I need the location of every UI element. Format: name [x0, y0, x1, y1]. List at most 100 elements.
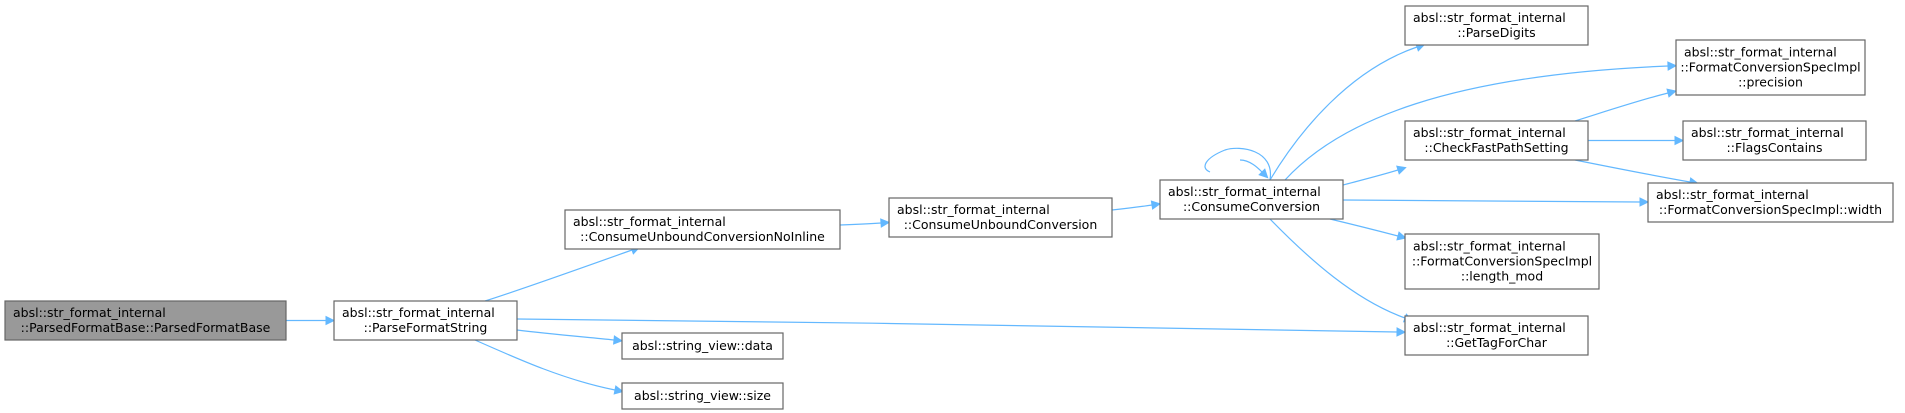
edge-line — [1574, 92, 1669, 122]
edge-parse-format-string-to-string-view-size — [474, 339, 624, 395]
node-box — [1404, 315, 1589, 356]
node-box — [1404, 120, 1589, 161]
node-label-line2: ::FlagsContains — [1727, 140, 1823, 155]
node-box — [621, 332, 784, 360]
node-parse-digits[interactable]: absl::str_format_internal::ParseDigits — [1404, 5, 1589, 46]
edge-line — [1329, 218, 1399, 237]
node-label-line2: ::ConsumeUnboundConversion — [904, 217, 1098, 232]
node-label-line1: absl::str_format_internal — [1684, 45, 1837, 60]
node-width[interactable]: absl::str_format_internal::FormatConvers… — [1647, 182, 1894, 223]
edge-arrowhead — [613, 385, 624, 395]
node-label-line1: absl::str_format_internal — [897, 202, 1050, 217]
node-box — [1404, 233, 1600, 290]
node-box — [1675, 39, 1866, 96]
edge-arrowhead — [1396, 327, 1407, 337]
node-check-fast-path[interactable]: absl::str_format_internal::CheckFastPath… — [1404, 120, 1589, 161]
node-consume-conversion[interactable]: absl::str_format_internal::ConsumeConver… — [1159, 179, 1344, 220]
node-box — [888, 197, 1113, 238]
node-label-line2: ::ParseFormatString — [364, 320, 488, 335]
edge-line — [516, 329, 615, 341]
edge-consume-unbound-to-consume-conversion — [1111, 200, 1162, 211]
node-label-line1: absl::string_view::size — [634, 388, 771, 403]
node-label-line1: absl::str_format_internal — [13, 305, 166, 320]
node-label-line3: ::length_mod — [1461, 269, 1543, 284]
node-label-line1: absl::str_format_internal — [1656, 187, 1809, 202]
edge-consume-unbound-noinline-to-consume-unbound — [839, 218, 891, 228]
node-label-line1: absl::str_format_internal — [1691, 125, 1844, 140]
node-box — [4, 300, 287, 341]
node-box — [1647, 182, 1894, 223]
node-label-line3: ::precision — [1738, 75, 1803, 90]
edge-parse-format-string-to-get-tag-for-char — [516, 318, 1407, 337]
edge-arrowhead — [1150, 200, 1162, 210]
node-box — [1682, 120, 1867, 161]
edge-arrowhead — [880, 218, 891, 228]
edge-line — [1342, 169, 1399, 186]
edge-consume-conversion-to-length-mod — [1329, 218, 1407, 241]
node-label-line1: absl::str_format_internal — [573, 214, 726, 229]
node-label-line2: ::FormatConversionSpecImpl — [1680, 60, 1860, 75]
edge-line — [839, 222, 882, 226]
node-parse-format-string[interactable]: absl::str_format_internal::ParseFormatSt… — [333, 300, 518, 341]
edge-consume-conversion-to-check-fast-path — [1342, 165, 1407, 186]
edge-check-fast-path-to-flags-contains — [1588, 135, 1685, 146]
edge-parsed-format-base-to-parse-format-string — [286, 315, 336, 326]
edge-consume-conversion-to-width — [1342, 197, 1650, 207]
edge-line — [1342, 199, 1641, 203]
node-box — [1159, 179, 1344, 220]
node-label-line2: ::ConsumeUnboundConversionNoInline — [580, 229, 825, 244]
node-label-line2: ::GetTagForChar — [1446, 335, 1548, 350]
node-label-line2: ::CheckFastPathSetting — [1424, 140, 1568, 155]
edge-line — [1574, 159, 1691, 183]
edge-arrowhead — [1667, 61, 1678, 71]
edge-check-fast-path-to-precision — [1574, 88, 1677, 122]
edge-line — [1284, 65, 1669, 181]
edge-consume-conversion-to-parse-digits — [1269, 42, 1426, 181]
node-label-line2: ::ParseDigits — [1457, 25, 1535, 40]
node-label-line2: ::FormatConversionSpecImpl::width — [1659, 202, 1882, 217]
node-label-line2: ::FormatConversionSpecImpl — [1412, 254, 1592, 269]
node-precision[interactable]: absl::str_format_internal::FormatConvers… — [1675, 39, 1866, 96]
node-label-line1: absl::str_format_internal — [342, 305, 495, 320]
node-flags-contains[interactable]: absl::str_format_internal::FlagsContains — [1682, 120, 1867, 161]
node-string-view-size[interactable]: absl::string_view::size — [621, 382, 784, 410]
node-box — [333, 300, 518, 341]
node-label-line1: absl::str_format_internal — [1413, 125, 1566, 140]
node-label-line1: absl::string_view::data — [632, 338, 773, 353]
edge-arrowhead — [1258, 168, 1269, 179]
node-box — [564, 209, 841, 250]
edge-line — [474, 339, 616, 391]
node-label-line1: absl::str_format_internal — [1413, 320, 1566, 335]
node-box — [1404, 5, 1589, 46]
edge-line — [1269, 46, 1418, 181]
node-get-tag-for-char[interactable]: absl::str_format_internal::GetTagForChar — [1404, 315, 1589, 356]
node-consume-unbound[interactable]: absl::str_format_internal::ConsumeUnboun… — [888, 197, 1113, 238]
nodes: absl::str_format_internal::ParsedFormatB… — [4, 5, 1894, 410]
edge-arrowhead — [1396, 231, 1407, 241]
node-consume-unbound-noinline[interactable]: absl::str_format_internal::ConsumeUnboun… — [564, 209, 841, 250]
edge-line — [516, 318, 1398, 333]
edge-arrowhead — [1639, 197, 1650, 207]
edge-line — [484, 249, 633, 302]
node-parsed-format-base[interactable]: absl::str_format_internal::ParsedFormatB… — [4, 300, 287, 341]
node-label-line2: ::ParsedFormatBase::ParsedFormatBase — [21, 320, 271, 335]
node-label-line1: absl::str_format_internal — [1413, 10, 1566, 25]
edge-consume-conversion-to-precision — [1284, 61, 1678, 181]
node-box — [621, 382, 784, 410]
edge-consume-conversion-to-consume-conversion — [1204, 147, 1271, 181]
edge-parse-format-string-to-string-view-data — [516, 329, 624, 345]
edge-arrowhead — [613, 335, 624, 345]
node-label-line1: absl::str_format_internal — [1413, 239, 1566, 254]
edge-line — [1269, 218, 1406, 319]
edge-line — [1204, 147, 1271, 181]
edge-arrowhead — [325, 315, 336, 326]
edges — [286, 42, 1699, 395]
edge-parse-format-string-to-consume-unbound-noinline — [484, 245, 641, 302]
node-string-view-data[interactable]: absl::string_view::data — [621, 332, 784, 360]
node-length-mod[interactable]: absl::str_format_internal::FormatConvers… — [1404, 233, 1600, 290]
edge-arrowhead — [1396, 165, 1407, 175]
edge-arrowhead — [1666, 88, 1677, 98]
edge-arrowhead — [1674, 135, 1685, 146]
node-label-line2: ::ConsumeConversion — [1183, 199, 1320, 214]
